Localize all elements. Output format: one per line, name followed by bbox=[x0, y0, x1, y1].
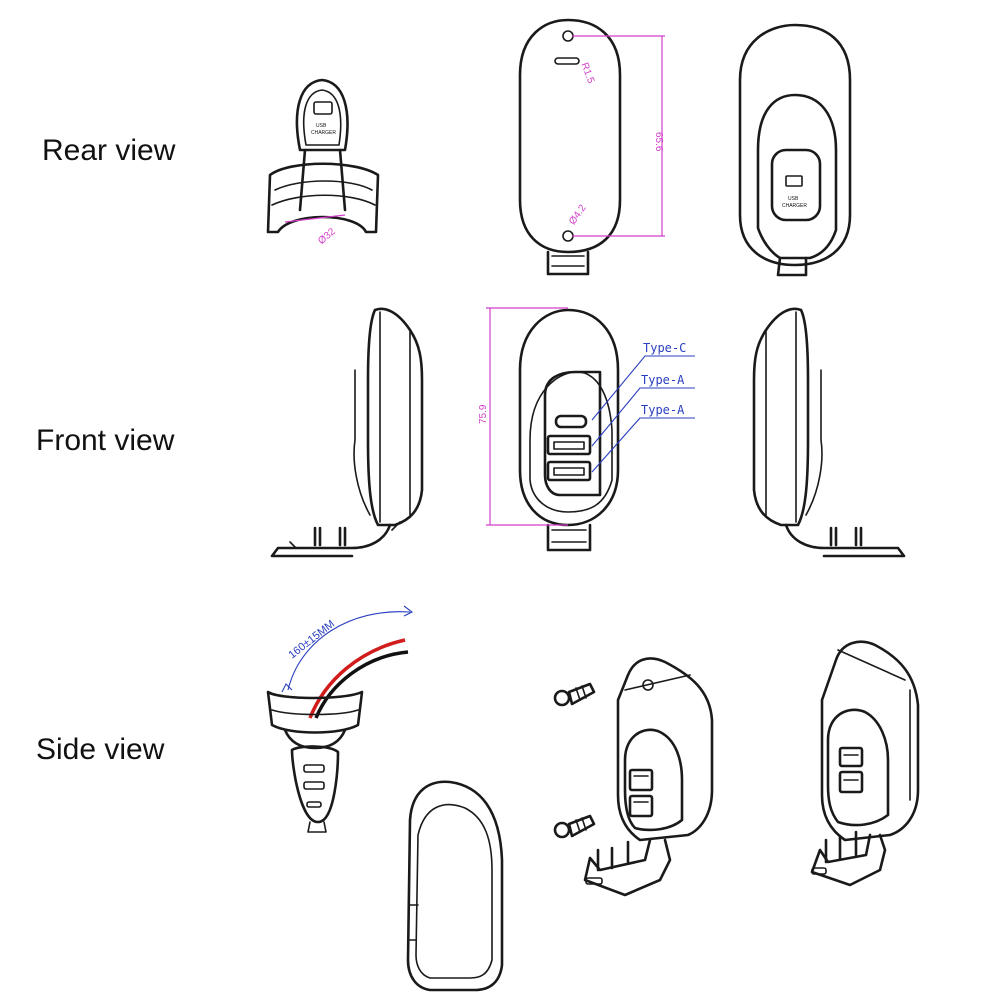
hole-diameter-dim: Ø4.2 bbox=[567, 203, 589, 227]
tube-diameter-dim: Ø32 bbox=[316, 226, 338, 247]
radius-dim: R1.5 bbox=[579, 61, 597, 85]
front-view-label: Front view bbox=[36, 424, 175, 457]
front-height-dim: 75.9 bbox=[478, 404, 489, 424]
rear-right-usb-label: USB bbox=[788, 196, 799, 202]
screw-2-drawing bbox=[553, 814, 596, 839]
front-right-profile-drawing bbox=[752, 307, 906, 558]
type-a-label-2: Type-A bbox=[641, 403, 685, 417]
rear-backplate-drawing: 65.6 R1.5 Ø4.2 bbox=[518, 18, 665, 276]
front-left-profile-drawing bbox=[270, 307, 424, 558]
assembled-unit-drawing bbox=[810, 640, 920, 887]
side-shell-drawing bbox=[406, 780, 504, 992]
screw-1-drawing bbox=[553, 682, 596, 707]
rear-charger-label: CHARGER bbox=[311, 130, 336, 136]
type-c-label: Type-C bbox=[643, 341, 686, 355]
rear-right-charger-label: CHARGER bbox=[782, 203, 807, 209]
type-a-label-1: Type-A bbox=[641, 373, 685, 387]
side-view-label: Side view bbox=[36, 733, 165, 766]
front-center-drawing: 75.9 Type-C Type-A Type-A bbox=[478, 307, 695, 552]
rear-clamp-drawing: USB CHARGER Ø32 bbox=[266, 78, 380, 247]
rear-usb-label: USB bbox=[316, 123, 327, 129]
exploded-assembly-drawing bbox=[583, 657, 714, 897]
rear-angled-drawing: USB CHARGER bbox=[738, 23, 852, 277]
rear-height-dim: 65.6 bbox=[653, 132, 664, 152]
wire-length-dim: 160±15MM bbox=[286, 618, 337, 661]
rear-view-label: Rear view bbox=[42, 134, 176, 167]
side-wire-clamp-drawing: 160±15MM bbox=[266, 605, 414, 833]
